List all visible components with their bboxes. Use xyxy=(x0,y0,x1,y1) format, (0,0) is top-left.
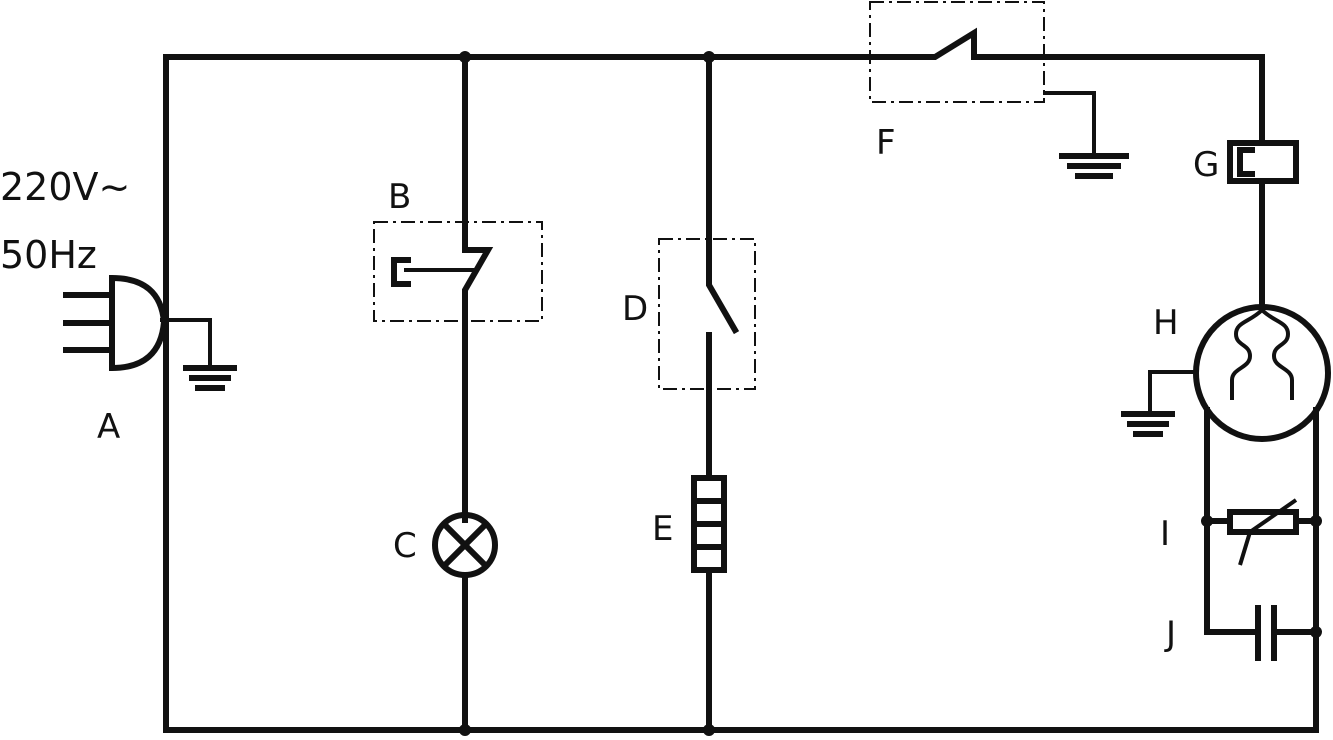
heater-segments xyxy=(691,498,727,550)
label-I: I xyxy=(1160,514,1170,554)
door-switch-actuator xyxy=(391,257,411,287)
thermostat-box xyxy=(869,1,1045,103)
motor-ground-wire xyxy=(1148,370,1196,412)
overload-element xyxy=(1237,147,1255,177)
branch-D-E: D E xyxy=(622,54,756,733)
voltage-label: 220V~ xyxy=(0,165,130,209)
bottom-rail xyxy=(163,629,1319,733)
branch-B-C: B C xyxy=(373,54,543,733)
label-H: H xyxy=(1153,303,1179,343)
door-switch-box-B xyxy=(373,221,543,322)
label-G: G xyxy=(1193,145,1219,185)
motor-winding-right xyxy=(1260,308,1294,381)
overload-G: G xyxy=(1193,140,1299,311)
plug-body xyxy=(109,274,168,372)
label-F: F xyxy=(876,123,896,163)
ptc-variable-line xyxy=(1238,498,1298,566)
label-A: A xyxy=(97,407,120,447)
compressor-H: H xyxy=(1121,303,1331,635)
ptc-icon xyxy=(1227,509,1299,535)
ground-icon xyxy=(1121,411,1175,437)
lamp-cross xyxy=(439,519,491,571)
ground-icon xyxy=(1059,153,1129,179)
thermostat-contact xyxy=(867,27,1046,60)
top-rail-right xyxy=(1040,54,1265,146)
motor-start-wire xyxy=(1204,407,1255,635)
label-E: E xyxy=(652,509,673,549)
plug-A: A xyxy=(63,274,237,447)
motor-icon xyxy=(1193,304,1331,442)
switch-box-D xyxy=(658,238,756,390)
motor-winding-left xyxy=(1230,308,1264,381)
plug-prongs xyxy=(63,292,115,353)
switch-D-contact xyxy=(706,54,740,335)
thermostat-ground-wire xyxy=(1043,91,1096,154)
label-J: J xyxy=(1164,614,1176,654)
thermostat-F: F xyxy=(867,1,1129,179)
plug-ground-wire xyxy=(160,318,212,366)
ground-icon xyxy=(183,365,237,391)
label-C: C xyxy=(393,526,417,566)
label-D: D xyxy=(622,289,648,329)
main-wires xyxy=(163,54,1319,733)
capacitor-J: J xyxy=(1164,605,1319,661)
ptc-I: I xyxy=(1160,498,1319,566)
motor-leads xyxy=(1230,380,1294,400)
label-B: B xyxy=(388,177,411,217)
door-switch-contact xyxy=(462,225,494,523)
frequency-label: 50Hz xyxy=(0,233,97,277)
